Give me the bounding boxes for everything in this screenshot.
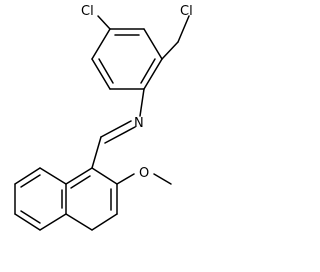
bond	[143, 28, 163, 60]
imine-double-bond	[104, 126, 136, 144]
double-bond	[98, 58, 114, 84]
atom-label-nitrogen: N	[134, 116, 144, 131]
bond-o-ch3	[153, 173, 172, 185]
double-bond	[70, 175, 91, 189]
bond	[65, 167, 93, 185]
imine-double-bond	[100, 120, 132, 138]
bond-c-cl-left	[97, 15, 111, 30]
bond	[91, 213, 118, 231]
bond	[14, 167, 41, 185]
chemical-structure-diagram: Cl Cl N O	[14, 4, 193, 231]
double-bond	[20, 174, 41, 188]
bond	[91, 28, 111, 60]
atom-label-cl-left: Cl	[81, 4, 94, 19]
bond	[65, 213, 93, 231]
bond-c-cl-right	[161, 41, 179, 60]
naphthalene-right-ring	[65, 167, 118, 231]
double-bond	[140, 58, 156, 84]
dichlorophenyl-ring	[91, 28, 163, 90]
double-bond	[20, 210, 41, 224]
atom-label-cl-right: Cl	[180, 4, 193, 19]
bond	[177, 15, 190, 43]
bond-ch-naphthyl	[91, 136, 102, 169]
bond-c-o	[116, 173, 135, 185]
bond	[14, 213, 41, 231]
bond	[143, 58, 163, 90]
naphthalene-left-ring	[14, 167, 67, 231]
bond	[39, 213, 67, 231]
bond-c-n	[139, 88, 145, 117]
atom-label-oxygen: O	[139, 166, 149, 181]
bond	[91, 167, 118, 185]
bond	[91, 58, 111, 90]
structure-canvas: Cl Cl N O	[14, 4, 193, 231]
bond	[39, 167, 67, 185]
